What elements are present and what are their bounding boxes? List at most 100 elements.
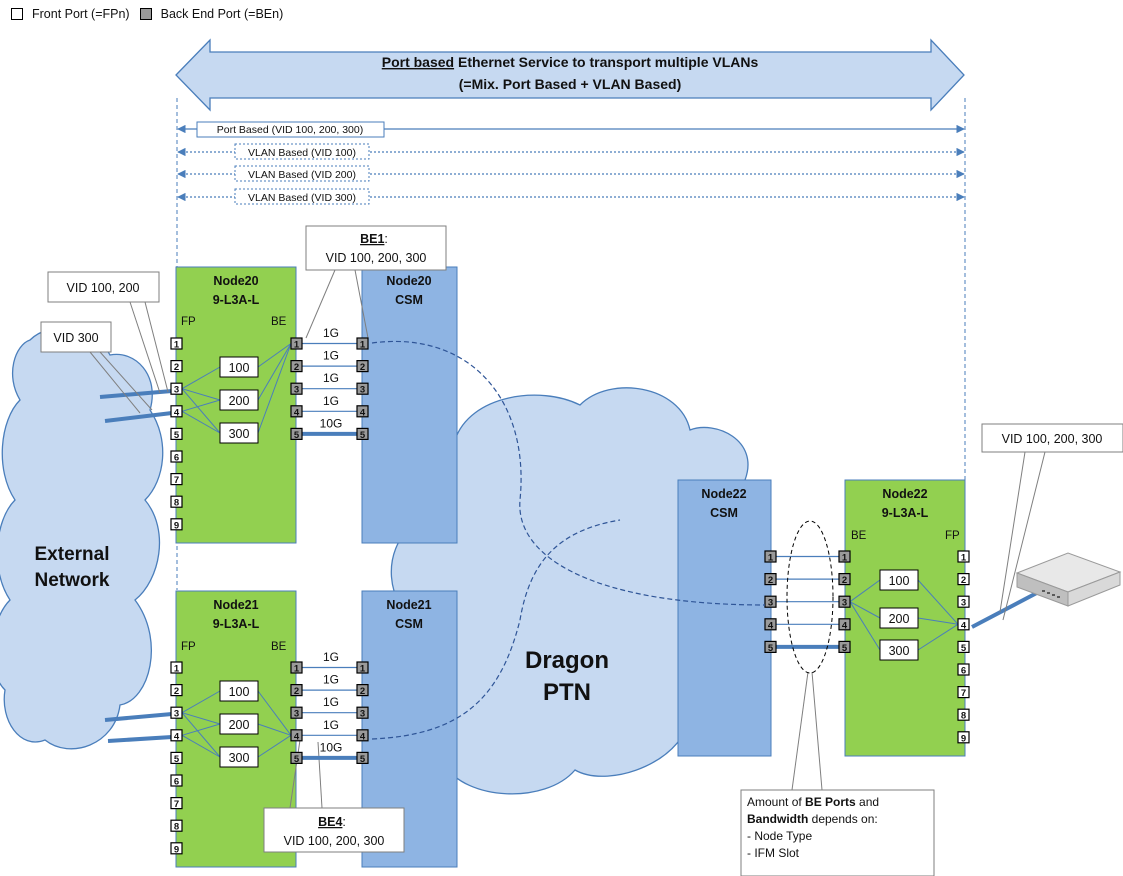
node21-vlan-100-label: 100 <box>229 685 250 699</box>
node21-fp-8-label: 8 <box>174 822 179 833</box>
node22-fp-1-label: 1 <box>961 553 967 564</box>
callout-be4-box <box>263 807 405 853</box>
node20-csm-title: Node20 <box>386 274 431 288</box>
node22-vlan-100-box <box>879 569 919 591</box>
port-based-label: Port Based (VID 100, 200, 300) <box>217 124 364 136</box>
legend: Front Port (=FPn) Back End Port (=BEn) <box>11 7 283 21</box>
node22-csm-be-5-box <box>764 640 777 654</box>
front-port-legend-label: Front Port (=FPn) <box>32 7 130 21</box>
callout-vid100-200-box <box>47 271 160 303</box>
node22-be-1-box <box>838 550 851 563</box>
node22-csm-be-2-label: 2 <box>768 575 773 586</box>
note-box <box>740 789 935 876</box>
node22-csm-be-1-box <box>764 550 777 563</box>
node20-csm-box <box>361 266 458 544</box>
node22-csm-be-2-box <box>764 572 777 586</box>
node20-csm-be-1-label: 1 <box>360 340 366 351</box>
callout-pointer-be4 <box>289 739 301 809</box>
node21-be-4-label: 4 <box>294 731 300 742</box>
external-link-fp4-node21 <box>107 735 173 743</box>
node22-fp-3-box <box>957 595 970 608</box>
node20-be-1-label: 1 <box>294 340 300 351</box>
node21-be-1-box <box>290 661 303 674</box>
node21-link-speed-1: 1G <box>323 650 339 664</box>
node21-link-speed-4: 1G <box>323 718 339 732</box>
node22-vlan-200-label: 200 <box>889 612 910 626</box>
node20-link-speed-5: 10G <box>320 416 343 430</box>
node22-be-5-box <box>838 640 851 654</box>
callout-pointer-node22-vidb <box>1002 451 1046 621</box>
note-item2: - IFM Slot <box>747 846 800 860</box>
external-network-label: External <box>35 544 110 565</box>
node20-fp-7-label: 7 <box>174 475 179 486</box>
node21-be-3-box <box>290 706 303 719</box>
node21-be-1-label: 1 <box>294 664 300 675</box>
back-end-port-legend-label: Back End Port (=BEn) <box>160 7 284 21</box>
node22-model: 9-L3A-L <box>882 506 929 520</box>
node20-model: 9-L3A-L <box>213 293 260 307</box>
node20-fp-9-box <box>170 518 183 531</box>
node21-csm-be-5-label: 5 <box>360 754 366 765</box>
callout-be1-value: VID 100, 200, 300 <box>326 251 427 265</box>
node22-vlan-300-box <box>879 639 919 661</box>
node20-vlan-200-box <box>219 389 259 411</box>
node20-fp-2-label: 2 <box>174 362 179 373</box>
external-link-fp3-node21 <box>104 712 173 722</box>
node20-fp-vlan-link-2 <box>181 388 221 401</box>
node20-vlan-be-link-3 <box>257 343 292 434</box>
node20-fp-2-box <box>170 360 183 373</box>
node20-be-1-box <box>290 337 303 350</box>
node20-link-speed-4: 1G <box>323 394 339 408</box>
node21-fp4-vlan-link-3 <box>181 734 221 758</box>
node20-csm-be-4-box <box>356 405 369 418</box>
node22-csm-title: Node22 <box>701 487 746 501</box>
node21-fp-1-box <box>170 661 183 674</box>
node22-vlan-fp-link-3 <box>917 623 959 651</box>
node20-csm-be-3-box <box>356 382 369 395</box>
node22-be-3-box <box>838 595 851 608</box>
node21-csm-title: Node21 <box>386 598 431 612</box>
node20-fp4-vlan-link-3 <box>181 410 221 434</box>
node20-csm-be-1-box <box>356 337 369 350</box>
callout-be4-title: BE4: <box>318 815 346 829</box>
external-network-cloud <box>0 327 164 750</box>
node21-fp-2-box <box>170 683 183 697</box>
node22-vlan-fp-link-1 <box>917 579 959 625</box>
node21-be-label: BE <box>271 641 287 653</box>
front-port-legend-icon <box>11 8 23 20</box>
back-end-port-legend-icon <box>139 8 152 20</box>
node20-fp-4-label: 4 <box>174 407 180 418</box>
node21-fp-vlan-link-2 <box>181 712 221 725</box>
node21-vlan-300-label: 300 <box>229 751 250 765</box>
node20-be-3-box <box>290 382 303 395</box>
node20-link-speed-3: 1G <box>323 371 339 385</box>
node20-link-speed-2: 1G <box>323 349 339 363</box>
node21-csm-be-1-label: 1 <box>360 664 366 675</box>
callout-pointer-vid300 <box>89 351 141 414</box>
node21-fp-2-label: 2 <box>174 686 179 697</box>
service-banner-arrow <box>175 38 965 112</box>
node20-be-2-label: 2 <box>294 362 299 373</box>
node22-csm-be-3-label: 3 <box>768 598 773 609</box>
node21-csm-be-3-box <box>356 706 369 719</box>
node20-fp-3-label: 3 <box>174 385 179 396</box>
callout-vid300-box <box>40 321 112 353</box>
node20-vlan-be-link-1 <box>257 343 292 368</box>
node22-be-vlan-link-1 <box>849 579 881 603</box>
node21-csm-be-5-box <box>356 751 369 765</box>
node20-be-label: BE <box>271 316 287 328</box>
node20-fp-vlan-link-3 <box>181 388 221 434</box>
node20-csm-sub: CSM <box>395 293 423 307</box>
external-network-label-2: Network <box>35 570 110 591</box>
node20-fp-7-box <box>170 473 183 486</box>
banner-line1: Port based Ethernet Service to transport… <box>382 54 759 70</box>
dragon-ptn-label: Dragon <box>525 647 609 674</box>
node22-fp-9-label: 9 <box>961 733 966 744</box>
node20-fp-4-box <box>170 405 183 418</box>
node20-fp-8-label: 8 <box>174 498 179 509</box>
node22-vlan-fp-link-2 <box>917 617 959 625</box>
switch-device-icon <box>1015 552 1122 607</box>
node21-link-speed-5: 10G <box>320 740 343 754</box>
node21-fp-vlan-link-3 <box>181 712 221 758</box>
